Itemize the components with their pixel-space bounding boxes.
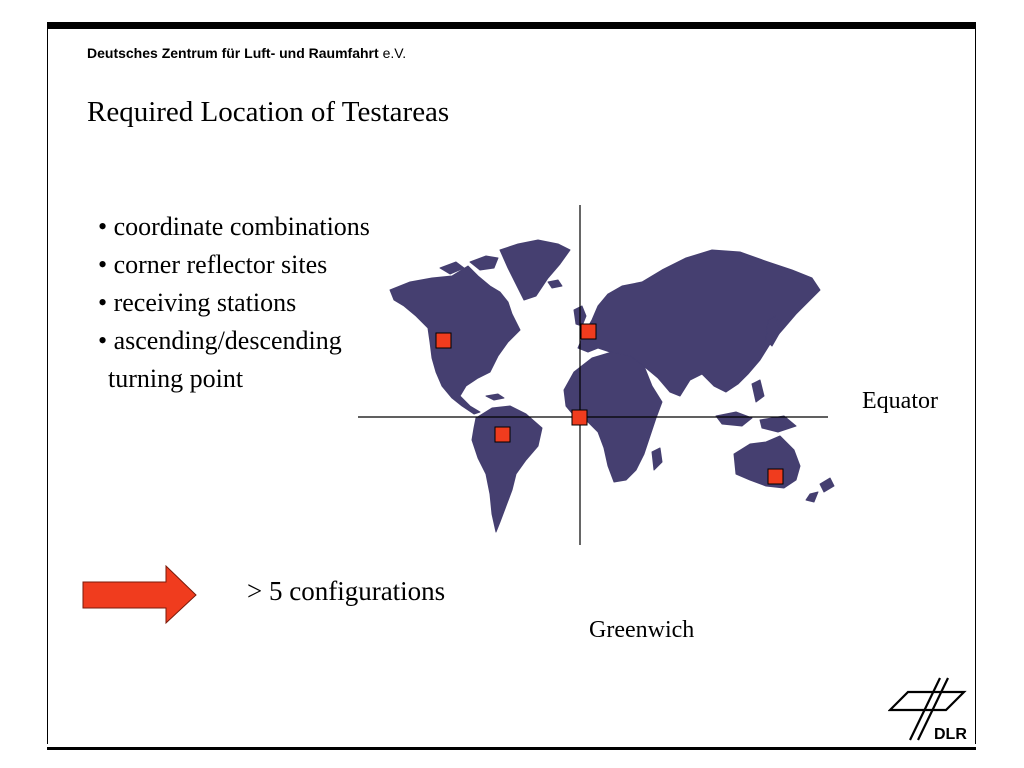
continent-madagascar: [651, 447, 663, 471]
top-rule: [47, 22, 976, 29]
bullet-item: • coordinate combinations: [98, 212, 370, 241]
continent-north-america: [389, 265, 521, 415]
continent-indonesia: [759, 415, 797, 433]
slide-title: Required Location of Testareas: [87, 96, 450, 128]
greenwich-label: Greenwich: [589, 617, 695, 643]
continent-arctic-islands: [469, 255, 499, 271]
organization-suffix: e.V.: [382, 45, 407, 61]
continent-new-zealand: [805, 491, 819, 503]
bullet-continuation: turning point: [108, 364, 244, 393]
test-site-marker: [580, 323, 597, 340]
test-site-marker: [571, 409, 588, 426]
continent-australia: [733, 435, 801, 489]
dlr-logo: DLR: [887, 676, 968, 747]
left-rule: [47, 29, 48, 744]
continent-greenland: [499, 239, 571, 301]
continent-indonesia: [715, 411, 753, 427]
continent-south-america: [471, 405, 543, 533]
organization-name: Deutsches Zentrum für Luft- und Raumfahr…: [87, 45, 379, 61]
dlr-logo-text: DLR: [934, 726, 967, 742]
configurations-count: > 5 configurations: [247, 576, 446, 606]
test-site-marker: [494, 426, 511, 443]
continent-new-zealand: [819, 477, 835, 493]
continent-japan: [765, 315, 781, 347]
bullet-item: • receiving stations: [98, 288, 297, 317]
equator-label: Equator: [862, 388, 938, 414]
bullet-item: • corner reflector sites: [98, 250, 328, 279]
continent-philippines: [751, 379, 765, 403]
continent-caribbean: [485, 393, 505, 401]
bottom-rule: [47, 747, 976, 750]
bullet-list: • coordinate combinations • corner refle…: [98, 208, 370, 398]
continent-arctic-islands: [439, 261, 465, 275]
dlr-logo-icon: DLR: [887, 677, 967, 743]
continent-iceland: [547, 279, 563, 289]
bullet-item: • ascending/descending: [98, 326, 342, 355]
world-map: [358, 205, 835, 545]
test-site-marker: [767, 468, 784, 485]
organization-header: Deutsches Zentrum für Luft- und Raumfahr…: [87, 45, 406, 61]
right-rule: [975, 29, 976, 744]
arrow-right-icon: [82, 565, 197, 625]
test-site-marker: [435, 332, 452, 349]
